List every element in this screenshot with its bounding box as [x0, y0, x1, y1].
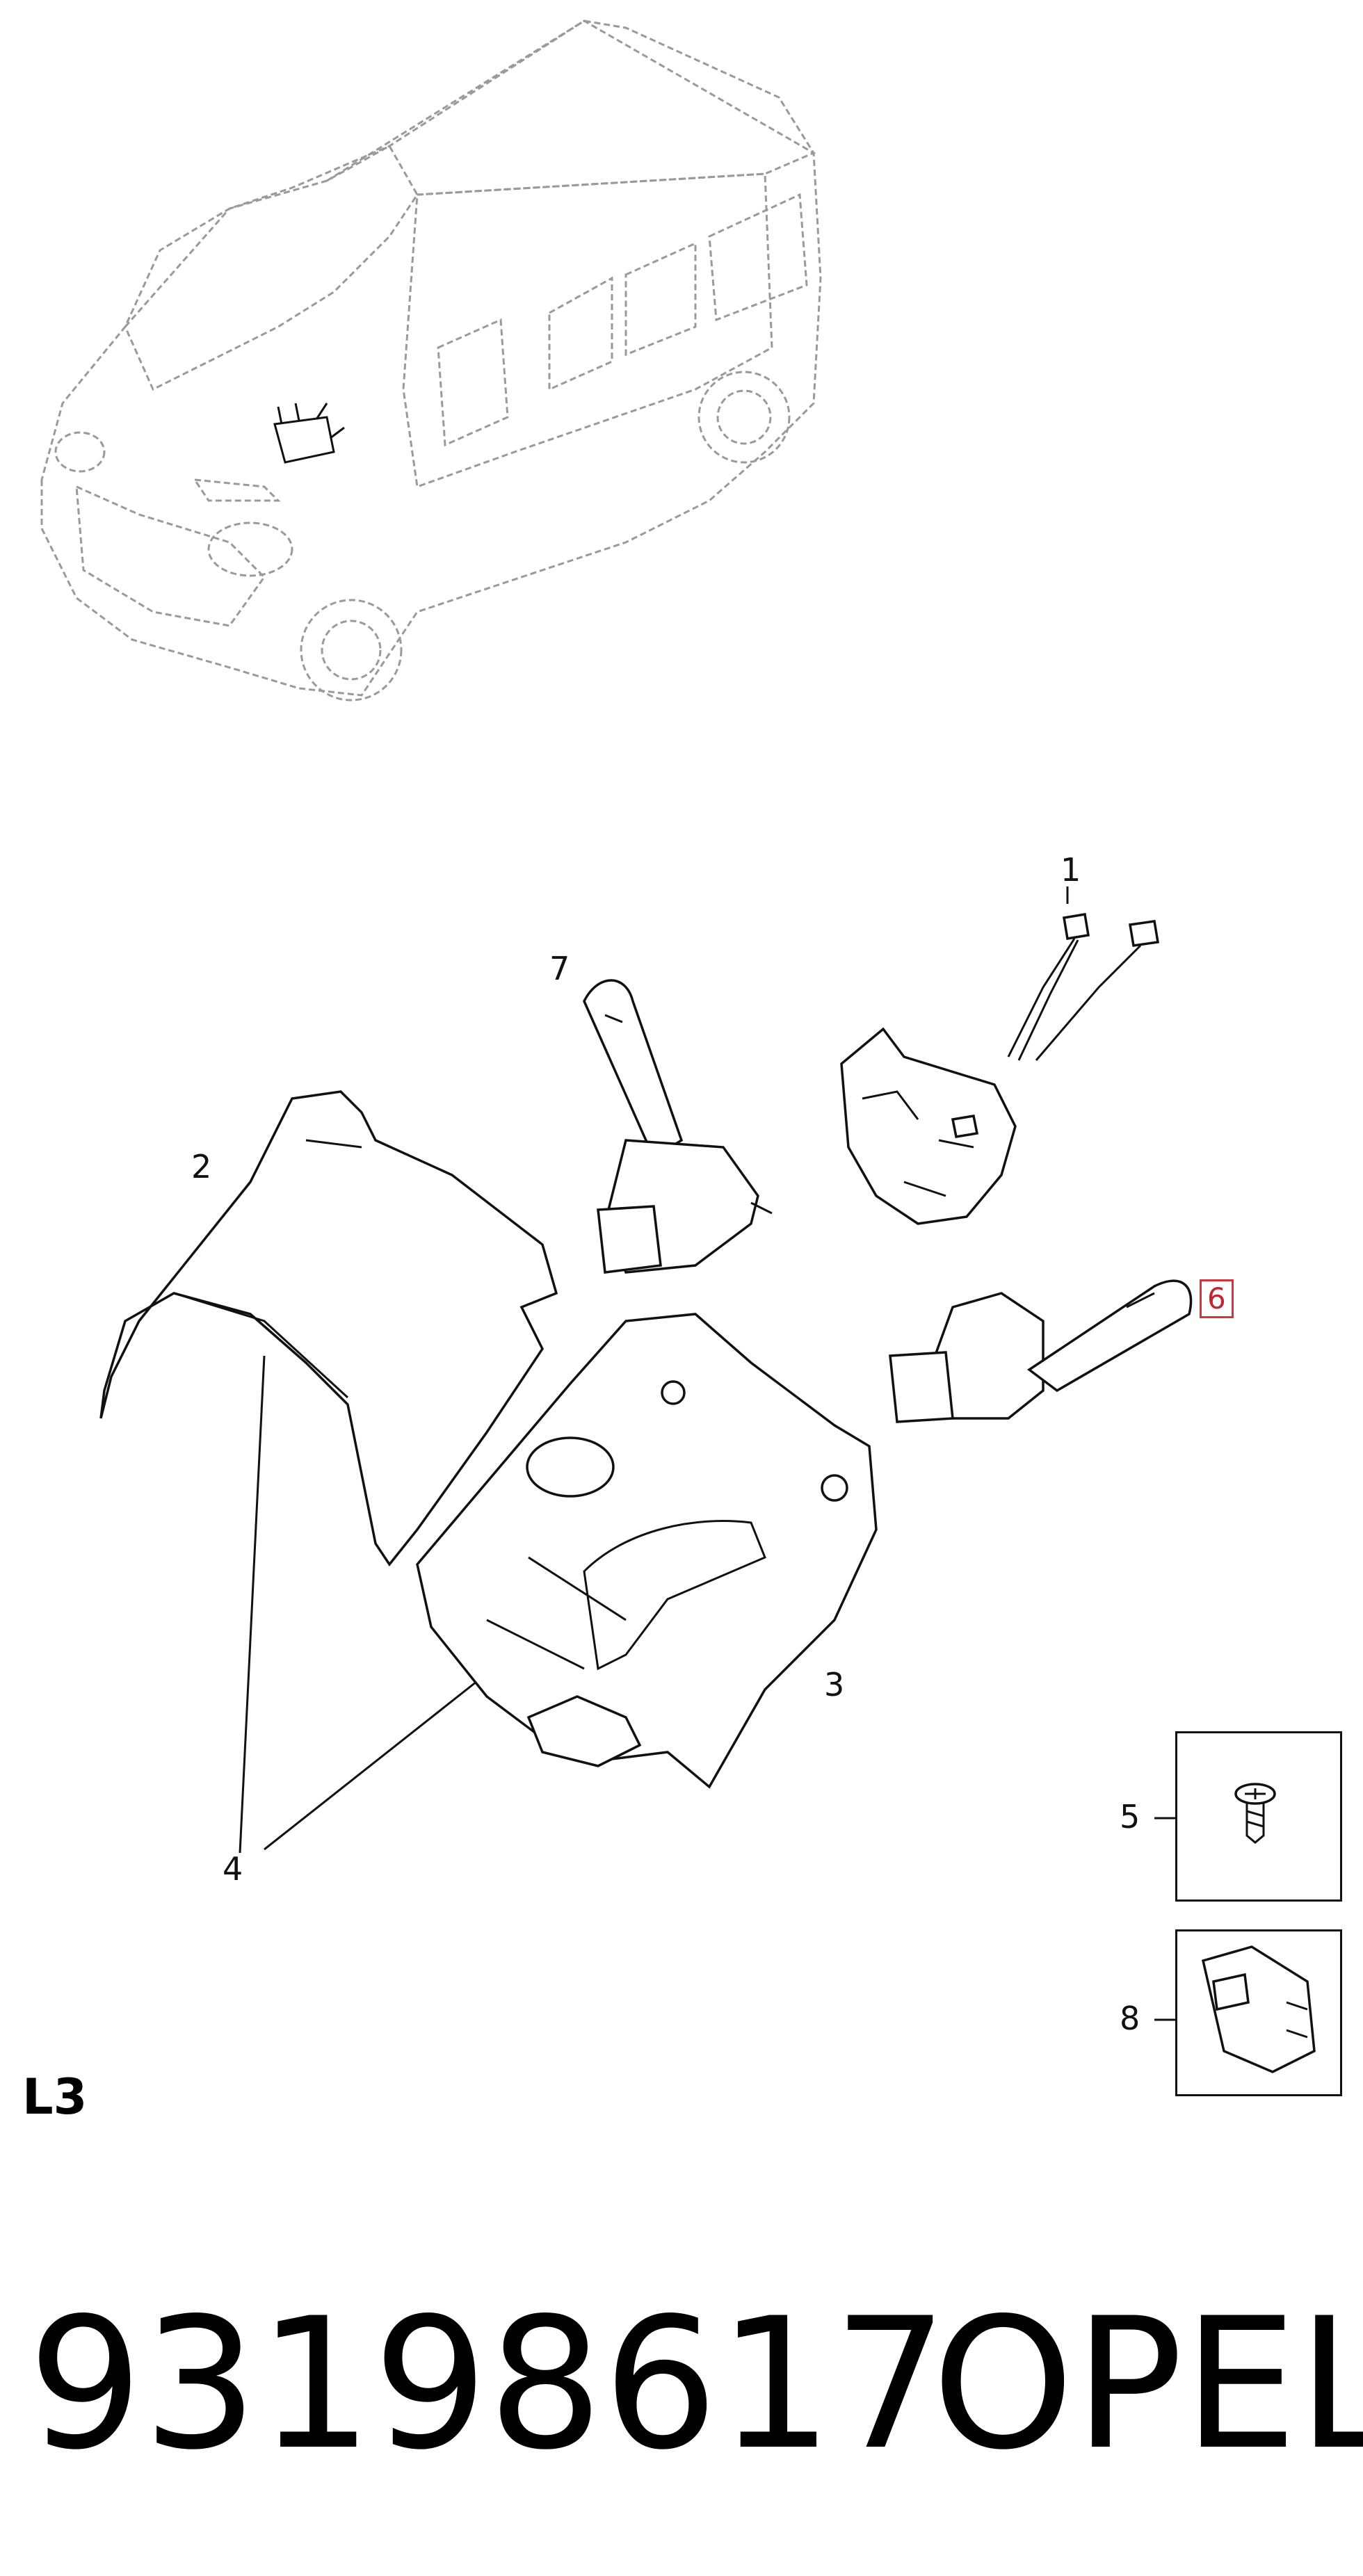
- detail-box-8: [1175, 1929, 1342, 2096]
- callout-4: 4: [223, 1850, 243, 1888]
- part-2-upper-shroud: [99, 1090, 558, 1566]
- callout-8: 8: [1120, 2000, 1140, 2037]
- part-3-lower-shroud: [416, 1313, 878, 1789]
- callout-1: 1: [1060, 851, 1081, 889]
- part-1-switch-with-cables: [840, 912, 1160, 1225]
- part-7-wiper-stalk: [583, 979, 773, 1274]
- section-code: L3: [22, 2068, 88, 2125]
- callout-3: 3: [824, 1666, 845, 1703]
- callout-7: 7: [549, 950, 570, 987]
- leader-lines: [239, 886, 1175, 2021]
- part-number: 93198617: [28, 2280, 949, 2490]
- part-6-indicator-stalk: [889, 1279, 1193, 1423]
- brand-name: OPEL: [932, 2280, 1363, 2490]
- detail-box-5: [1175, 1731, 1342, 1902]
- callout-5: 5: [1120, 1798, 1140, 1836]
- callout-2: 2: [191, 1148, 212, 1185]
- van-illustration: [40, 19, 822, 702]
- callout-6-highlighted: 6: [1200, 1279, 1234, 1319]
